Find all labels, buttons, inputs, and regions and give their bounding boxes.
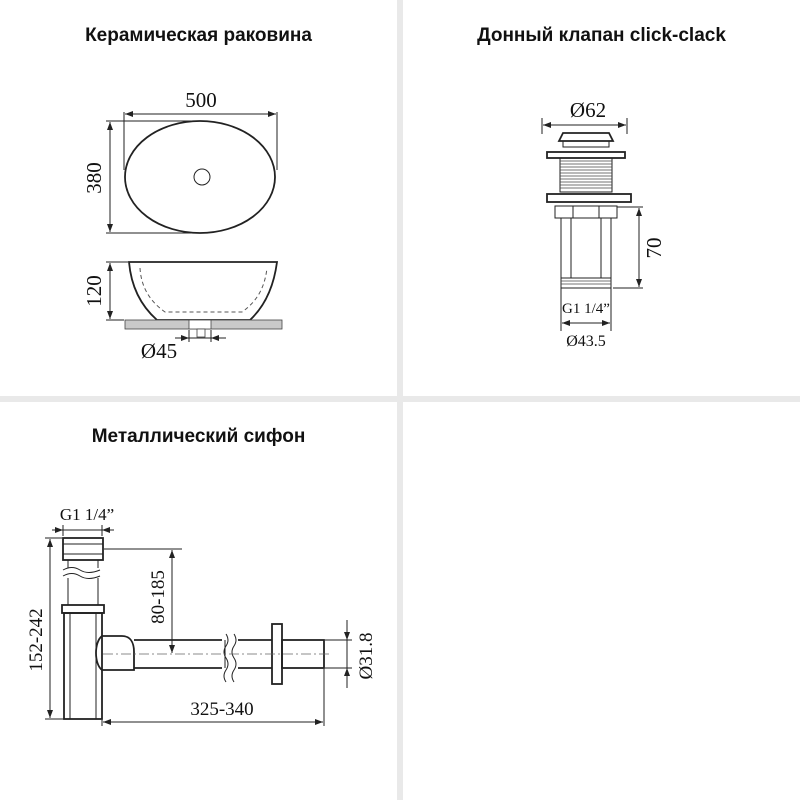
valve-thread-label: G1 1/4” (562, 301, 610, 317)
siphon-length-label: 325-340 (190, 699, 253, 720)
basin-drain-hole (193, 168, 211, 186)
basin-top-outline (124, 120, 276, 234)
siphon-body (63, 612, 103, 720)
basin-width-label: 500 (185, 88, 217, 112)
valve-washer (546, 193, 632, 203)
siphon-top-nut (62, 537, 104, 561)
basin-side-outline (128, 261, 279, 321)
siphon-inlet-height-label: 80-185 (148, 570, 169, 624)
valve-body (560, 217, 612, 279)
siphon-outlet-label: Ø31.8 (356, 633, 377, 680)
basin-title: Керамическая раковина (85, 25, 312, 46)
valve-thread (559, 157, 613, 193)
valve-panel: Донный клапан click-clack Ø62 (403, 0, 800, 396)
valve-nut (554, 205, 618, 219)
valve-flange (546, 151, 626, 159)
siphon-thread-label: G1 1/4” (60, 505, 114, 524)
valve-body-label: Ø43.5 (566, 333, 606, 350)
siphon-body-nut (61, 604, 105, 614)
valve-drawing: Ø62 70 (541, 98, 666, 350)
valve-cap-label: Ø62 (570, 98, 606, 122)
basin-height-label: 120 (82, 275, 106, 307)
valve-cap (557, 132, 615, 142)
siphon-title: Металлический сифон (91, 426, 306, 447)
basin-panel: Керамическая раковина 500 380 120 Ø4 (0, 0, 397, 396)
valve-title: Донный клапан click-clack (477, 25, 726, 46)
siphon-panel: Металлический сифон G1 1/4” (0, 402, 397, 800)
siphon-total-height-label: 152-242 (26, 608, 47, 671)
siphon-drawing: G1 1/4” (26, 505, 377, 726)
empty-panel (403, 402, 800, 800)
basin-depth-label: 380 (82, 162, 106, 194)
valve-height-label: 70 (642, 238, 666, 259)
basin-drain-label: Ø45 (141, 339, 177, 363)
siphon-elbow (95, 635, 135, 671)
basin-drawing: 500 380 120 Ø45 (82, 88, 283, 363)
